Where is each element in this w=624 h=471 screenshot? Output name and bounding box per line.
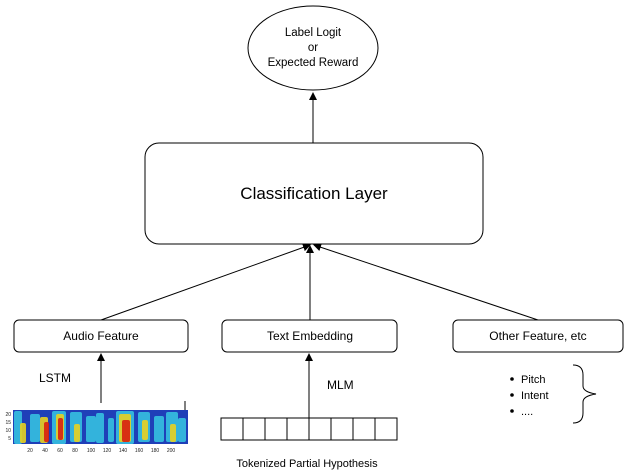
- output-node: Label Logit or Expected Reward: [247, 5, 379, 91]
- spectrogram-x-tick: 200: [167, 448, 176, 454]
- spectrogram-x-tick: 20: [27, 448, 33, 454]
- spectrogram: 20 15 10 5 20 40 60 80 100 120 140 160 1…: [5, 401, 188, 454]
- spectrogram-x-tick: 80: [72, 448, 78, 454]
- spectrogram-x-tick: 140: [119, 448, 128, 454]
- mlm-label: MLM: [327, 378, 354, 392]
- token-cell: [330, 417, 354, 441]
- spectrogram-blob: [154, 416, 164, 442]
- spectrogram-x-ticks: 20 40 60 80 100 120 140 160 180 200: [27, 448, 175, 454]
- token-cell: [308, 417, 332, 441]
- token-cell: [352, 417, 376, 441]
- token-caption: Tokenized Partial Hypothesis: [236, 458, 378, 470]
- output-line-3: Expected Reward: [268, 57, 359, 69]
- token-cell: [286, 417, 310, 441]
- text-embedding-label: Text Embedding: [267, 329, 353, 343]
- other-feature-box: Other Feature, etc: [452, 319, 624, 353]
- spectrogram-blob: [74, 424, 80, 442]
- classification-layer-label: Classification Layer: [240, 184, 388, 203]
- other-feature-item: Intent: [521, 390, 549, 402]
- token-cell: [374, 417, 398, 441]
- spectrogram-blob: [96, 413, 104, 443]
- arrow-audio-to-classification: [100, 243, 311, 321]
- other-feature-list: Pitch Intent ....: [510, 374, 549, 418]
- arrow-other-to-classification: [313, 243, 539, 321]
- spectrogram-blob: [86, 416, 96, 442]
- spectrogram-y-tick: 5: [8, 436, 11, 442]
- audio-feature-label: Audio Feature: [63, 329, 139, 343]
- bullet-icon: [510, 377, 514, 381]
- token-cell: [220, 417, 244, 441]
- spectrogram-y-tick: 10: [5, 428, 11, 434]
- other-feature-label: Other Feature, etc: [489, 329, 586, 343]
- classification-layer-box: Classification Layer: [144, 142, 484, 245]
- token-cells: [220, 417, 398, 441]
- spectrogram-blob: [44, 422, 49, 442]
- other-feature-item: Pitch: [521, 374, 545, 386]
- audio-feature-box: Audio Feature: [13, 319, 189, 353]
- spectrogram-y-tick: 20: [5, 412, 11, 418]
- spectrogram-blob: [108, 418, 114, 442]
- spectrogram-x-tick: 160: [135, 448, 144, 454]
- token-cell: [242, 417, 266, 441]
- curly-brace-icon: [572, 364, 597, 424]
- spectrogram-x-tick: 180: [151, 448, 160, 454]
- spectrogram-blob: [178, 418, 186, 442]
- spectrogram-blob: [142, 420, 148, 440]
- bullet-icon: [510, 393, 514, 397]
- spectrogram-x-tick: 60: [57, 448, 63, 454]
- lstm-label: LSTM: [39, 371, 71, 385]
- spectrogram-y-tick: 15: [5, 420, 11, 426]
- spectrogram-x-tick: 100: [87, 448, 96, 454]
- output-line-2: or: [308, 42, 318, 54]
- output-line-1: Label Logit: [285, 27, 342, 39]
- other-feature-item: ....: [521, 406, 533, 418]
- spectrogram-x-tick: 40: [42, 448, 48, 454]
- spectrogram-blob: [122, 420, 130, 442]
- spectrogram-blob: [58, 418, 63, 440]
- spectrogram-blob: [30, 414, 40, 442]
- token-cell: [264, 417, 288, 441]
- text-embedding-box: Text Embedding: [221, 319, 398, 353]
- spectrogram-blobs: [14, 411, 186, 444]
- spectrogram-blob: [20, 423, 26, 443]
- spectrogram-blob: [170, 424, 176, 442]
- spectrogram-x-tick: 120: [103, 448, 112, 454]
- spectrogram-y-ticks: 20 15 10 5: [5, 412, 11, 442]
- bullet-icon: [510, 409, 514, 413]
